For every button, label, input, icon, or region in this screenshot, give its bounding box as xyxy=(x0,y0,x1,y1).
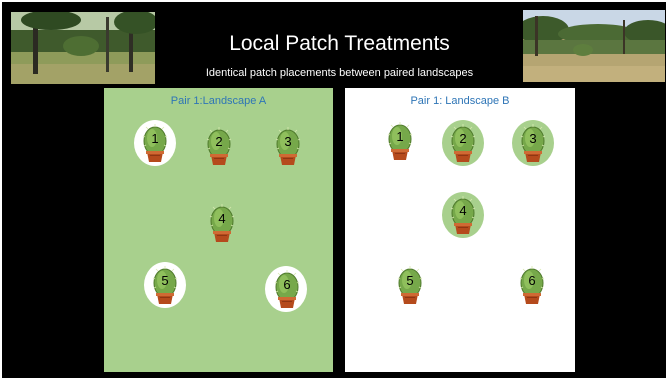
potted-cactus-icon: 4 xyxy=(450,195,476,235)
landscape-a-panel: Pair 1:Landscape A 1 2 3 4 5 6 xyxy=(104,88,333,372)
plant-number: 4 xyxy=(450,203,476,218)
potted-cactus-icon: 2 xyxy=(206,126,232,166)
plant-number: 1 xyxy=(142,131,168,146)
plant-number: 6 xyxy=(274,277,300,292)
potted-cactus-icon: 5 xyxy=(152,265,178,305)
landscape-photo-right xyxy=(523,10,665,82)
potted-cactus-icon: 5 xyxy=(397,265,423,305)
potted-cactus-icon: 3 xyxy=(275,126,301,166)
landscape-photo-left xyxy=(11,12,155,84)
potted-cactus-icon: 1 xyxy=(387,121,413,161)
landscape-a-label: Pair 1:Landscape A xyxy=(104,94,333,108)
potted-cactus-icon: 6 xyxy=(519,265,545,305)
landscape-b-label: Pair 1: Landscape B xyxy=(345,94,575,108)
potted-cactus-icon: 6 xyxy=(274,269,300,309)
plant-number: 2 xyxy=(450,131,476,146)
potted-cactus-icon: 1 xyxy=(142,123,168,163)
plant-number: 4 xyxy=(209,211,235,226)
plant-number: 6 xyxy=(519,273,545,288)
potted-cactus-icon: 2 xyxy=(450,123,476,163)
slide: Local Patch Treatments Identical patch p… xyxy=(2,2,666,378)
plant-number: 1 xyxy=(387,129,413,144)
slide-title: Local Patch Treatments xyxy=(162,30,517,58)
plant-number: 3 xyxy=(520,131,546,146)
plant-number: 2 xyxy=(206,134,232,149)
plant-number: 3 xyxy=(275,134,301,149)
plant-number: 5 xyxy=(152,273,178,288)
potted-cactus-icon: 4 xyxy=(209,203,235,243)
plant-number: 5 xyxy=(397,273,423,288)
potted-cactus-icon: 3 xyxy=(520,123,546,163)
landscape-b-panel: Pair 1: Landscape B 1 2 3 4 5 6 xyxy=(345,88,575,372)
slide-subtitle: Identical patch placements between paire… xyxy=(162,66,517,80)
